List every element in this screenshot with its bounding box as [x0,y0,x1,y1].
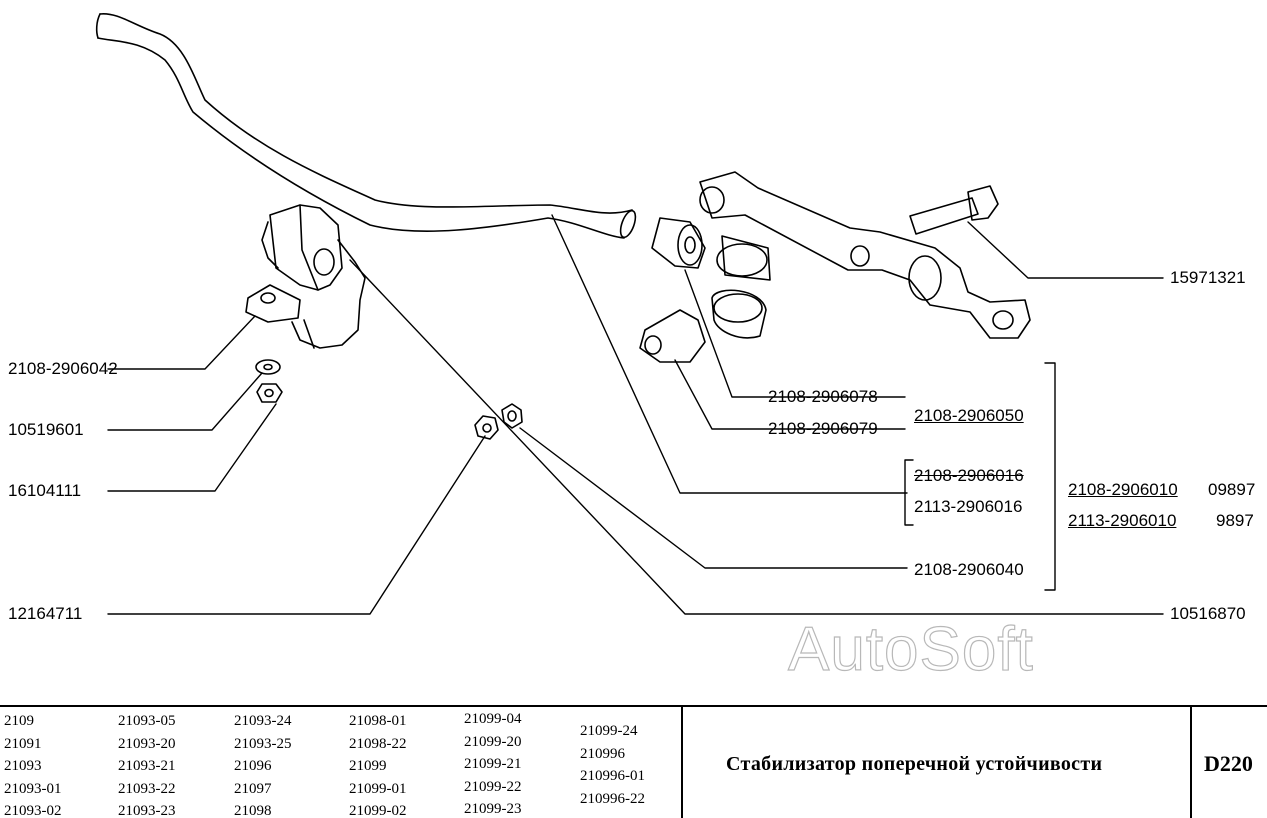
model-code: 21091 [4,735,42,752]
model-column: 21098-01 21098-22 21099 21099-01 21099-0… [349,710,407,818]
model-code: 21099 [349,758,387,774]
part-number-label: 15971321 [1170,268,1246,287]
part-number-label: 2108-2906042 [8,359,118,378]
model-column: 21099-24 210996 210996-01 210996-22 [580,720,645,810]
model-code: 21099-21 [464,756,522,772]
watermark: AutoSoft [787,614,1034,684]
part-number-label-superseded: 2108-2906010 [1068,480,1178,499]
model-code: 210996-01 [580,768,645,784]
model-code: 21099-22 [464,778,522,795]
model-code: 21093-20 [118,735,176,752]
model-code: 21099-20 [464,733,522,750]
part-quantity-code: 09897 [1208,480,1256,499]
model-code: 21093-24 [234,713,292,729]
model-code: 21099-23 [464,801,522,817]
model-code: 21098 [234,803,272,818]
model-code: 21096 [234,758,272,774]
model-code: 21093-05 [118,713,176,729]
model-code: 21093-23 [118,803,176,818]
footer-divider [681,707,683,818]
model-column: 21093-24 21093-25 21096 21097 21098 [234,710,292,818]
part-quantity-code: 9897 [1216,511,1254,530]
model-code: 21098-01 [349,713,407,729]
diagram-code: D220 [1204,751,1253,776]
stabilizer-bar [95,13,637,239]
part-number-label: 2113-2906010 [1068,511,1177,530]
model-code: 21099-24 [580,723,638,739]
part-number-label: 12164711 [8,604,83,623]
model-code: 21093-02 [4,803,62,818]
model-code: 21093-01 [4,780,62,797]
footer-divider [1190,707,1192,818]
bolt [909,185,999,235]
part-number-label: 2108-2906040 [914,560,1024,579]
model-column: 21093-05 21093-20 21093-21 21093-22 2109… [118,710,176,818]
diagram-title: Стабилизатор поперечной устойчивости [726,753,1103,775]
model-code: 21093-25 [234,735,292,752]
stabilizer-drawing [95,13,1164,615]
model-column: 2109 21091 21093 21093-01 21093-02 [4,710,62,818]
footer-table: 2109 21091 21093 21093-01 21093-02 21093… [0,705,1267,818]
model-code: 21099-04 [464,711,522,727]
model-code: 21099-01 [349,780,407,797]
part-number-label: 10519601 [8,420,84,439]
part-number-label: 2108-2906050 [914,406,1024,425]
model-code: 21097 [234,780,272,797]
part-number-label: 2108-2906078 [768,387,878,406]
part-number-label: 2113-2906016 [914,497,1023,516]
model-code: 21093 [4,758,42,774]
bracket-and-cushion [245,204,366,349]
model-code: 210996-22 [580,790,645,807]
model-code: 21093-21 [118,758,176,774]
washer-and-nut-left [255,359,283,403]
model-code: 2109 [4,713,34,729]
part-number-label: 10516870 [1170,604,1246,623]
model-code: 21093-22 [118,780,176,797]
model-code: 21099-02 [349,803,407,818]
model-code: 21098-22 [349,735,407,752]
part-number-label-superseded: 2108-2906016 [914,466,1024,485]
leader-lines [107,214,1164,615]
link-arm [699,171,1031,339]
part-number-label: 2108-2906079 [768,419,878,438]
model-code: 210996 [580,745,625,762]
bushings [639,217,771,363]
model-column: 21099-04 21099-20 21099-21 21099-22 2109… [464,708,522,818]
part-number-label: 16104111 [8,481,82,500]
